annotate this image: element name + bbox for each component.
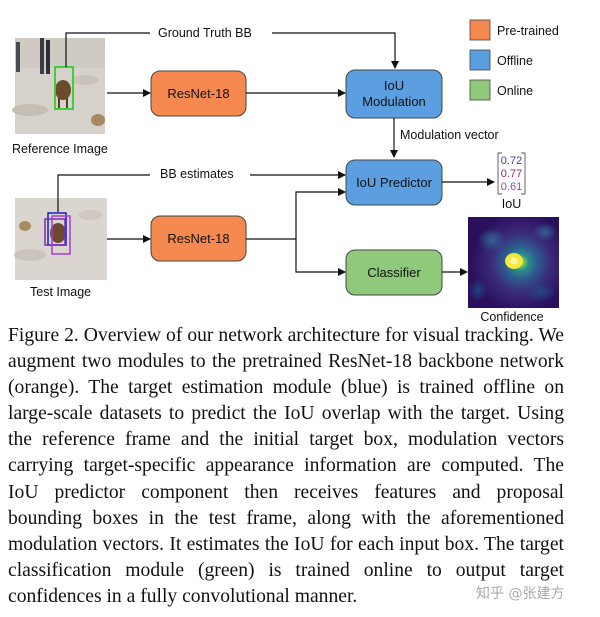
watermark: 知乎 @张建方 (476, 586, 565, 602)
confidence-label: Confidence (480, 310, 543, 324)
architecture-diagram: Reference Image Test Image Ground Truth … (12, 19, 559, 324)
iou-value-1: 0.72 (501, 155, 522, 167)
reference-image (12, 38, 105, 134)
legend: Pre-trained Offline Online (469, 19, 559, 101)
iou-values: 0.72 0.77 0.61 (497, 152, 526, 195)
iou-label: IoU (502, 197, 521, 211)
classifier-label: Classifier (367, 265, 421, 280)
iou-modulation-label-line1: IoU (384, 78, 404, 93)
arrow-resnet-to-classifier (295, 239, 346, 276)
test-image-label: Test Image (30, 285, 91, 299)
ground-truth-bb-arrow (272, 32, 399, 69)
test-image (14, 198, 107, 280)
bb-estimates-label: BB estimates (160, 167, 234, 181)
arrow-resnet-to-predictor (295, 188, 346, 239)
iou-predictor-label: IoU Predictor (356, 175, 433, 190)
confidence-heatmap (468, 217, 559, 308)
legend-offline-label: Offline (497, 54, 533, 68)
legend-swatch-online (469, 79, 491, 101)
modulation-vector-label: Modulation vector (400, 128, 499, 142)
legend-online-label: Online (497, 84, 533, 98)
iou-modulation-label-line2: Modulation (362, 94, 426, 109)
ground-truth-bb-label: Ground Truth BB (158, 26, 252, 40)
figure-caption: Figure 2. Overview of our network archit… (8, 325, 564, 607)
iou-value-2: 0.77 (501, 168, 522, 180)
bb-estimates-connector (57, 174, 150, 212)
resnet18-top-label: ResNet-18 (167, 86, 229, 101)
legend-pretrained-label: Pre-trained (497, 24, 559, 38)
legend-swatch-pretrained (469, 19, 491, 41)
iou-value-3: 0.61 (501, 181, 522, 193)
resnet18-bottom-label: ResNet-18 (167, 231, 229, 246)
reference-image-label: Reference Image (12, 142, 108, 156)
legend-swatch-offline (469, 49, 491, 71)
ground-truth-bb-connector (65, 32, 150, 67)
